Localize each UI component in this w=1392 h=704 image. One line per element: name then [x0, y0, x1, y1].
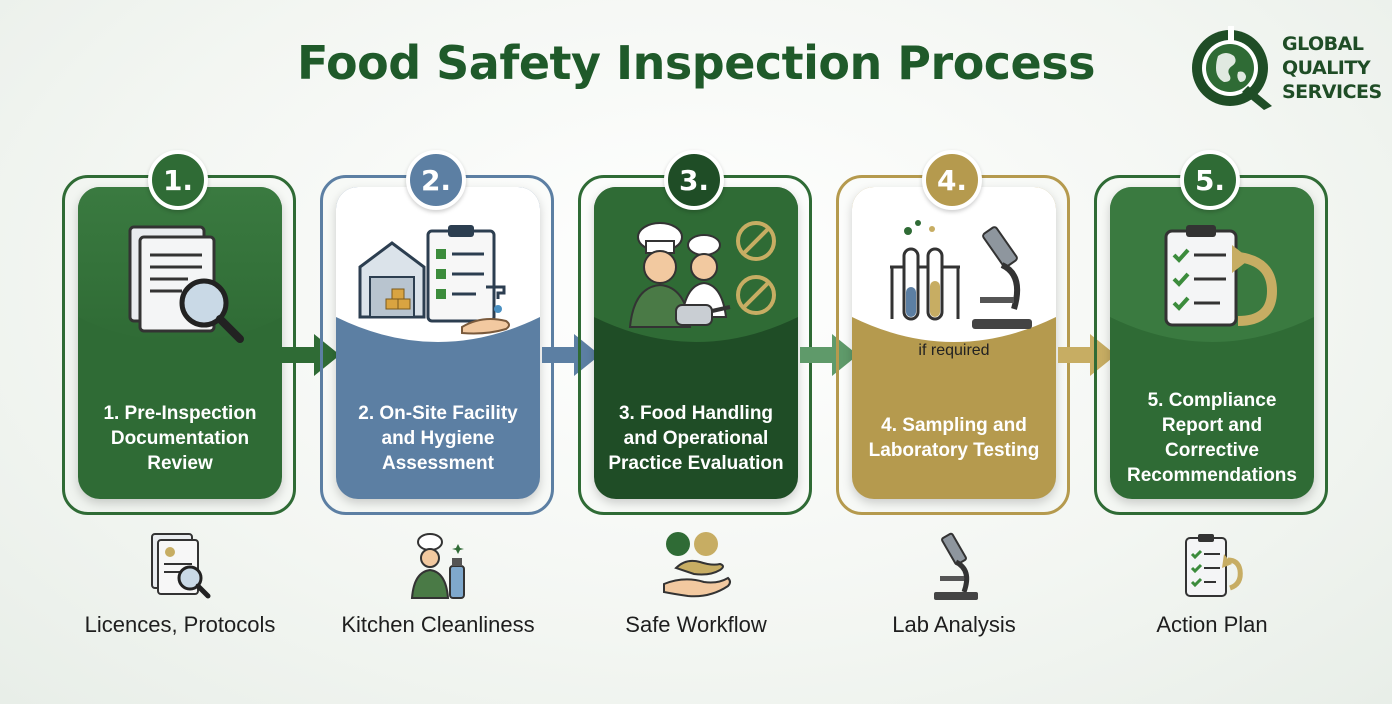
step-2: 2. On-Site Facility and Hygiene Assessme… [320, 150, 560, 520]
step-5: 5. Compliance Report and Corrective Reco… [1094, 150, 1334, 520]
document-magnifier-icon [128, 225, 244, 343]
step-4-card: if required 4. Sampling and Laboratory T… [852, 187, 1056, 499]
step-1-card: 1. Pre-Inspection Documentation Review [78, 187, 282, 499]
step-5-label: 5. Compliance Report and Corrective Reco… [1127, 390, 1297, 486]
logo-line-3: SERVICES [1282, 81, 1382, 103]
bottom-item-3: Safe Workflow [596, 530, 796, 638]
step-5-card: 5. Compliance Report and Corrective Reco… [1110, 187, 1314, 499]
chefs-icon [628, 221, 776, 328]
bottom-caption-4: Lab Analysis [892, 612, 1016, 637]
bottom-caption-1: Licences, Protocols [84, 612, 276, 637]
chef-cleaning-icon [410, 533, 465, 599]
documents-icon [151, 533, 211, 599]
bottom-caption-2: Kitchen Cleanliness [341, 612, 535, 637]
logo-line-2: QUALITY [1282, 57, 1371, 79]
step-1-badge: 1. [148, 150, 208, 210]
step-2-badge: 2. [406, 150, 466, 210]
step-3-label: 3. Food Handling and Operational Practic… [608, 402, 784, 474]
clipboard-arrow-icon [1185, 534, 1243, 597]
bottom-item-4: Lab Analysis [854, 530, 1054, 638]
company-logo: GLOBAL QUALITY SERVICES [1188, 26, 1382, 112]
step-3: 3. Food Handling and Operational Practic… [578, 150, 818, 520]
step-4: if required 4. Sampling and Laboratory T… [836, 150, 1076, 520]
step-2-label: 2. On-Site Facility and Hygiene Assessme… [358, 402, 518, 474]
hand-food-icon [663, 532, 731, 598]
globe-q-icon [1192, 26, 1272, 110]
step-3-badge: 3. [664, 150, 724, 210]
bottom-item-1: Licences, Protocols [80, 530, 280, 638]
step-1-label: 1. Pre-Inspection Documentation Review [103, 402, 257, 474]
step-5-badge: 5. [1180, 150, 1240, 210]
step-1: 1. Pre-Inspection Documentation Review 1… [62, 150, 302, 520]
lab-icon [890, 220, 1032, 329]
bottom-caption-3: Safe Workflow [625, 612, 767, 637]
step-4-note: if required [918, 342, 990, 359]
bottom-caption-5: Action Plan [1156, 612, 1268, 637]
step-3-card: 3. Food Handling and Operational Practic… [594, 187, 798, 499]
logo-line-1: GLOBAL [1282, 33, 1364, 55]
microscope-icon [934, 532, 978, 600]
clipboard-cycle-icon [1164, 225, 1278, 327]
step-4-badge: 4. [922, 150, 982, 210]
facility-checklist-icon [358, 225, 510, 335]
page-title: Food Safety Inspection Process [296, 36, 1096, 90]
step-4-label: 4. Sampling and Laboratory Testing [868, 415, 1040, 461]
bottom-item-5: Action Plan [1112, 530, 1312, 638]
bottom-item-2: Kitchen Cleanliness [338, 530, 538, 638]
step-2-card: 2. On-Site Facility and Hygiene Assessme… [336, 187, 540, 499]
